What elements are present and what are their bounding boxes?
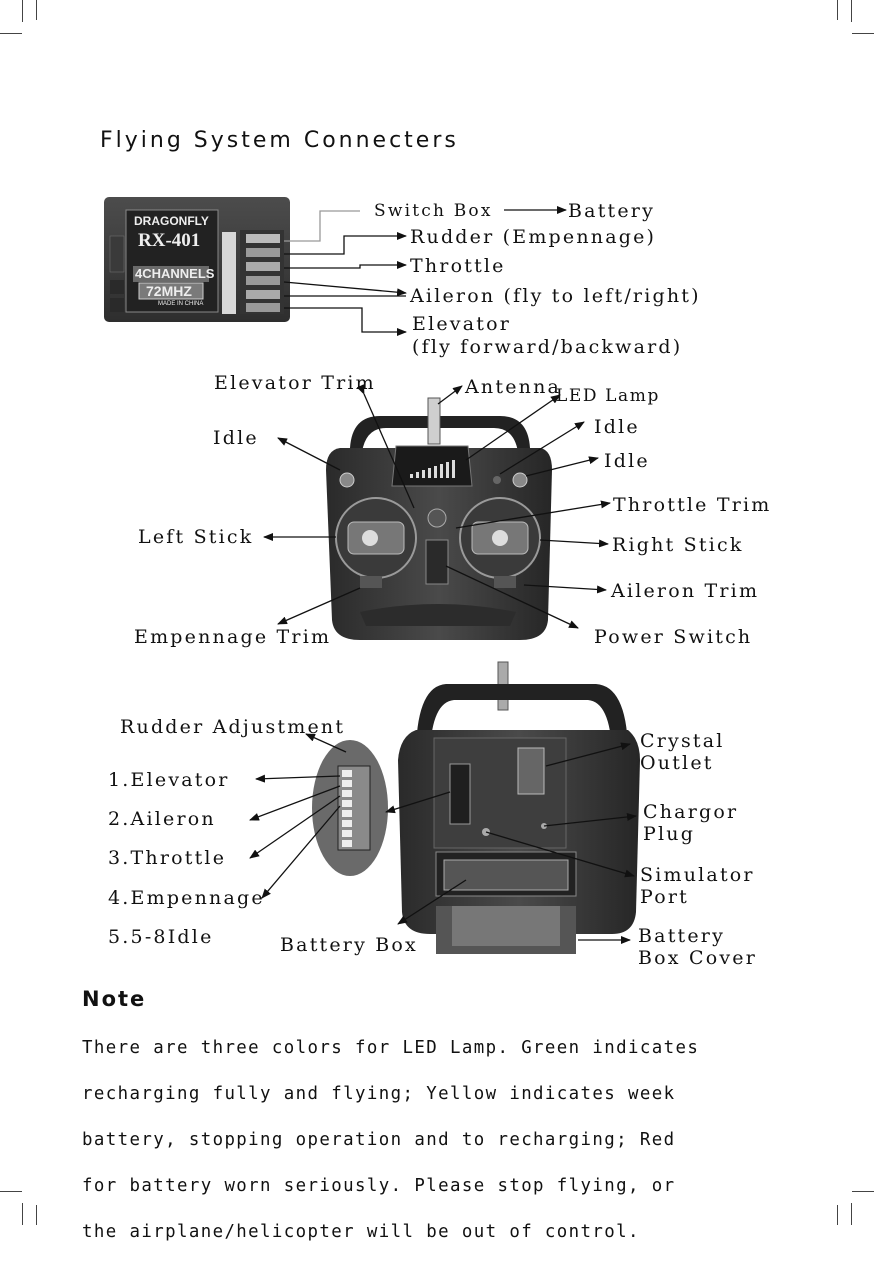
- note-line: for battery worn seriously. Please stop …: [82, 1176, 676, 1196]
- diagram-artwork: [104, 197, 640, 954]
- label-channel-3: 3.Throttle: [108, 847, 227, 869]
- crop-mark: [837, 0, 838, 20]
- back-leaders: [249, 733, 637, 944]
- label-aileron: Aileron (fly to left/right): [410, 285, 701, 307]
- receiver-leaders: [283, 206, 567, 336]
- label-elevator: Elevator: [412, 313, 512, 335]
- transmitter-back: [398, 661, 640, 954]
- crop-mark: [852, 33, 874, 34]
- dip-switch-zoom: [312, 740, 388, 876]
- label-simulator-port-1: Simulator: [640, 864, 755, 886]
- crop-mark: [851, 1203, 852, 1225]
- label-battery-box-cover-2: Box Cover: [638, 947, 757, 969]
- crop-mark: [22, 1203, 23, 1225]
- receiver-channel-slots: [222, 230, 284, 314]
- label-rudder: Rudder (Empennage): [410, 226, 657, 248]
- label-elevator-desc: (fly forward/backward): [412, 336, 683, 358]
- label-crystal-outlet-2: Outlet: [640, 752, 714, 774]
- front-leaders: [263, 384, 611, 629]
- label-aileron-trim: Aileron Trim: [611, 580, 760, 602]
- label-throttle: Throttle: [410, 255, 506, 277]
- label-throttle-trim: Throttle Trim: [613, 494, 772, 516]
- crop-mark: [837, 1205, 838, 1225]
- note-line: battery, stopping operation and to recha…: [82, 1130, 676, 1150]
- label-switch-box: Switch Box: [374, 201, 493, 221]
- crop-mark: [0, 33, 22, 34]
- label-antenna: Antenna: [465, 376, 562, 398]
- label-power-switch: Power Switch: [594, 626, 753, 648]
- crop-mark: [22, 0, 23, 22]
- note-line: recharging fully and flying; Yellow indi…: [82, 1084, 676, 1104]
- note-line: There are three colors for LED Lamp. Gre…: [82, 1038, 700, 1058]
- label-channel-5: 5.5-8Idle: [108, 926, 214, 948]
- label-battery-box: Battery Box: [280, 934, 418, 956]
- note-line: the airplane/helicopter will be out of c…: [82, 1222, 640, 1242]
- label-crystal-outlet-1: Crystal: [640, 730, 725, 752]
- label-led-lamp: LED Lamp: [556, 386, 660, 406]
- label-channel-1: 1.Elevator: [108, 769, 230, 791]
- receiver-made-in: MADE IN CHINA: [158, 301, 204, 307]
- crop-mark: [36, 1205, 37, 1225]
- receiver-module: [104, 197, 290, 322]
- note-title: Note: [82, 987, 147, 1011]
- label-empennage-trim: Empennage Trim: [134, 626, 332, 648]
- label-channel-4: 4.Empennage: [108, 887, 265, 909]
- label-elevator-trim: Elevator Trim: [214, 372, 376, 394]
- label-battery-box-cover-1: Battery: [638, 925, 726, 947]
- label-battery: Battery: [568, 200, 656, 222]
- crop-mark: [36, 0, 37, 20]
- label-left-stick: Left Stick: [138, 526, 254, 548]
- note-body: There are three colors for LED Lamp. Gre…: [82, 1014, 802, 1267]
- transmitter-front: [326, 397, 552, 640]
- receiver-frequency: 72MHZ: [146, 283, 192, 299]
- label-charger-plug-1: Chargor: [643, 801, 739, 823]
- label-idle-right-top: Idle: [594, 416, 640, 438]
- receiver-brand: DRAGONFLY: [134, 214, 209, 228]
- label-idle-left: Idle: [213, 427, 259, 449]
- receiver-model: RX-401: [138, 230, 201, 251]
- label-channel-2: 2.Aileron: [108, 808, 216, 830]
- label-right-stick: Right Stick: [612, 534, 744, 556]
- label-simulator-port-2: Port: [640, 886, 689, 908]
- crop-mark: [851, 0, 852, 22]
- label-charger-plug-2: Plug: [643, 823, 696, 845]
- label-idle-right-bottom: Idle: [604, 450, 650, 472]
- crop-mark: [852, 1191, 874, 1192]
- label-rudder-adjustment: Rudder Adjustment: [120, 716, 346, 738]
- page-title: Flying System Connecters: [100, 128, 459, 153]
- crop-mark: [0, 1191, 22, 1192]
- receiver-channels: 4CHANNELS: [135, 266, 215, 281]
